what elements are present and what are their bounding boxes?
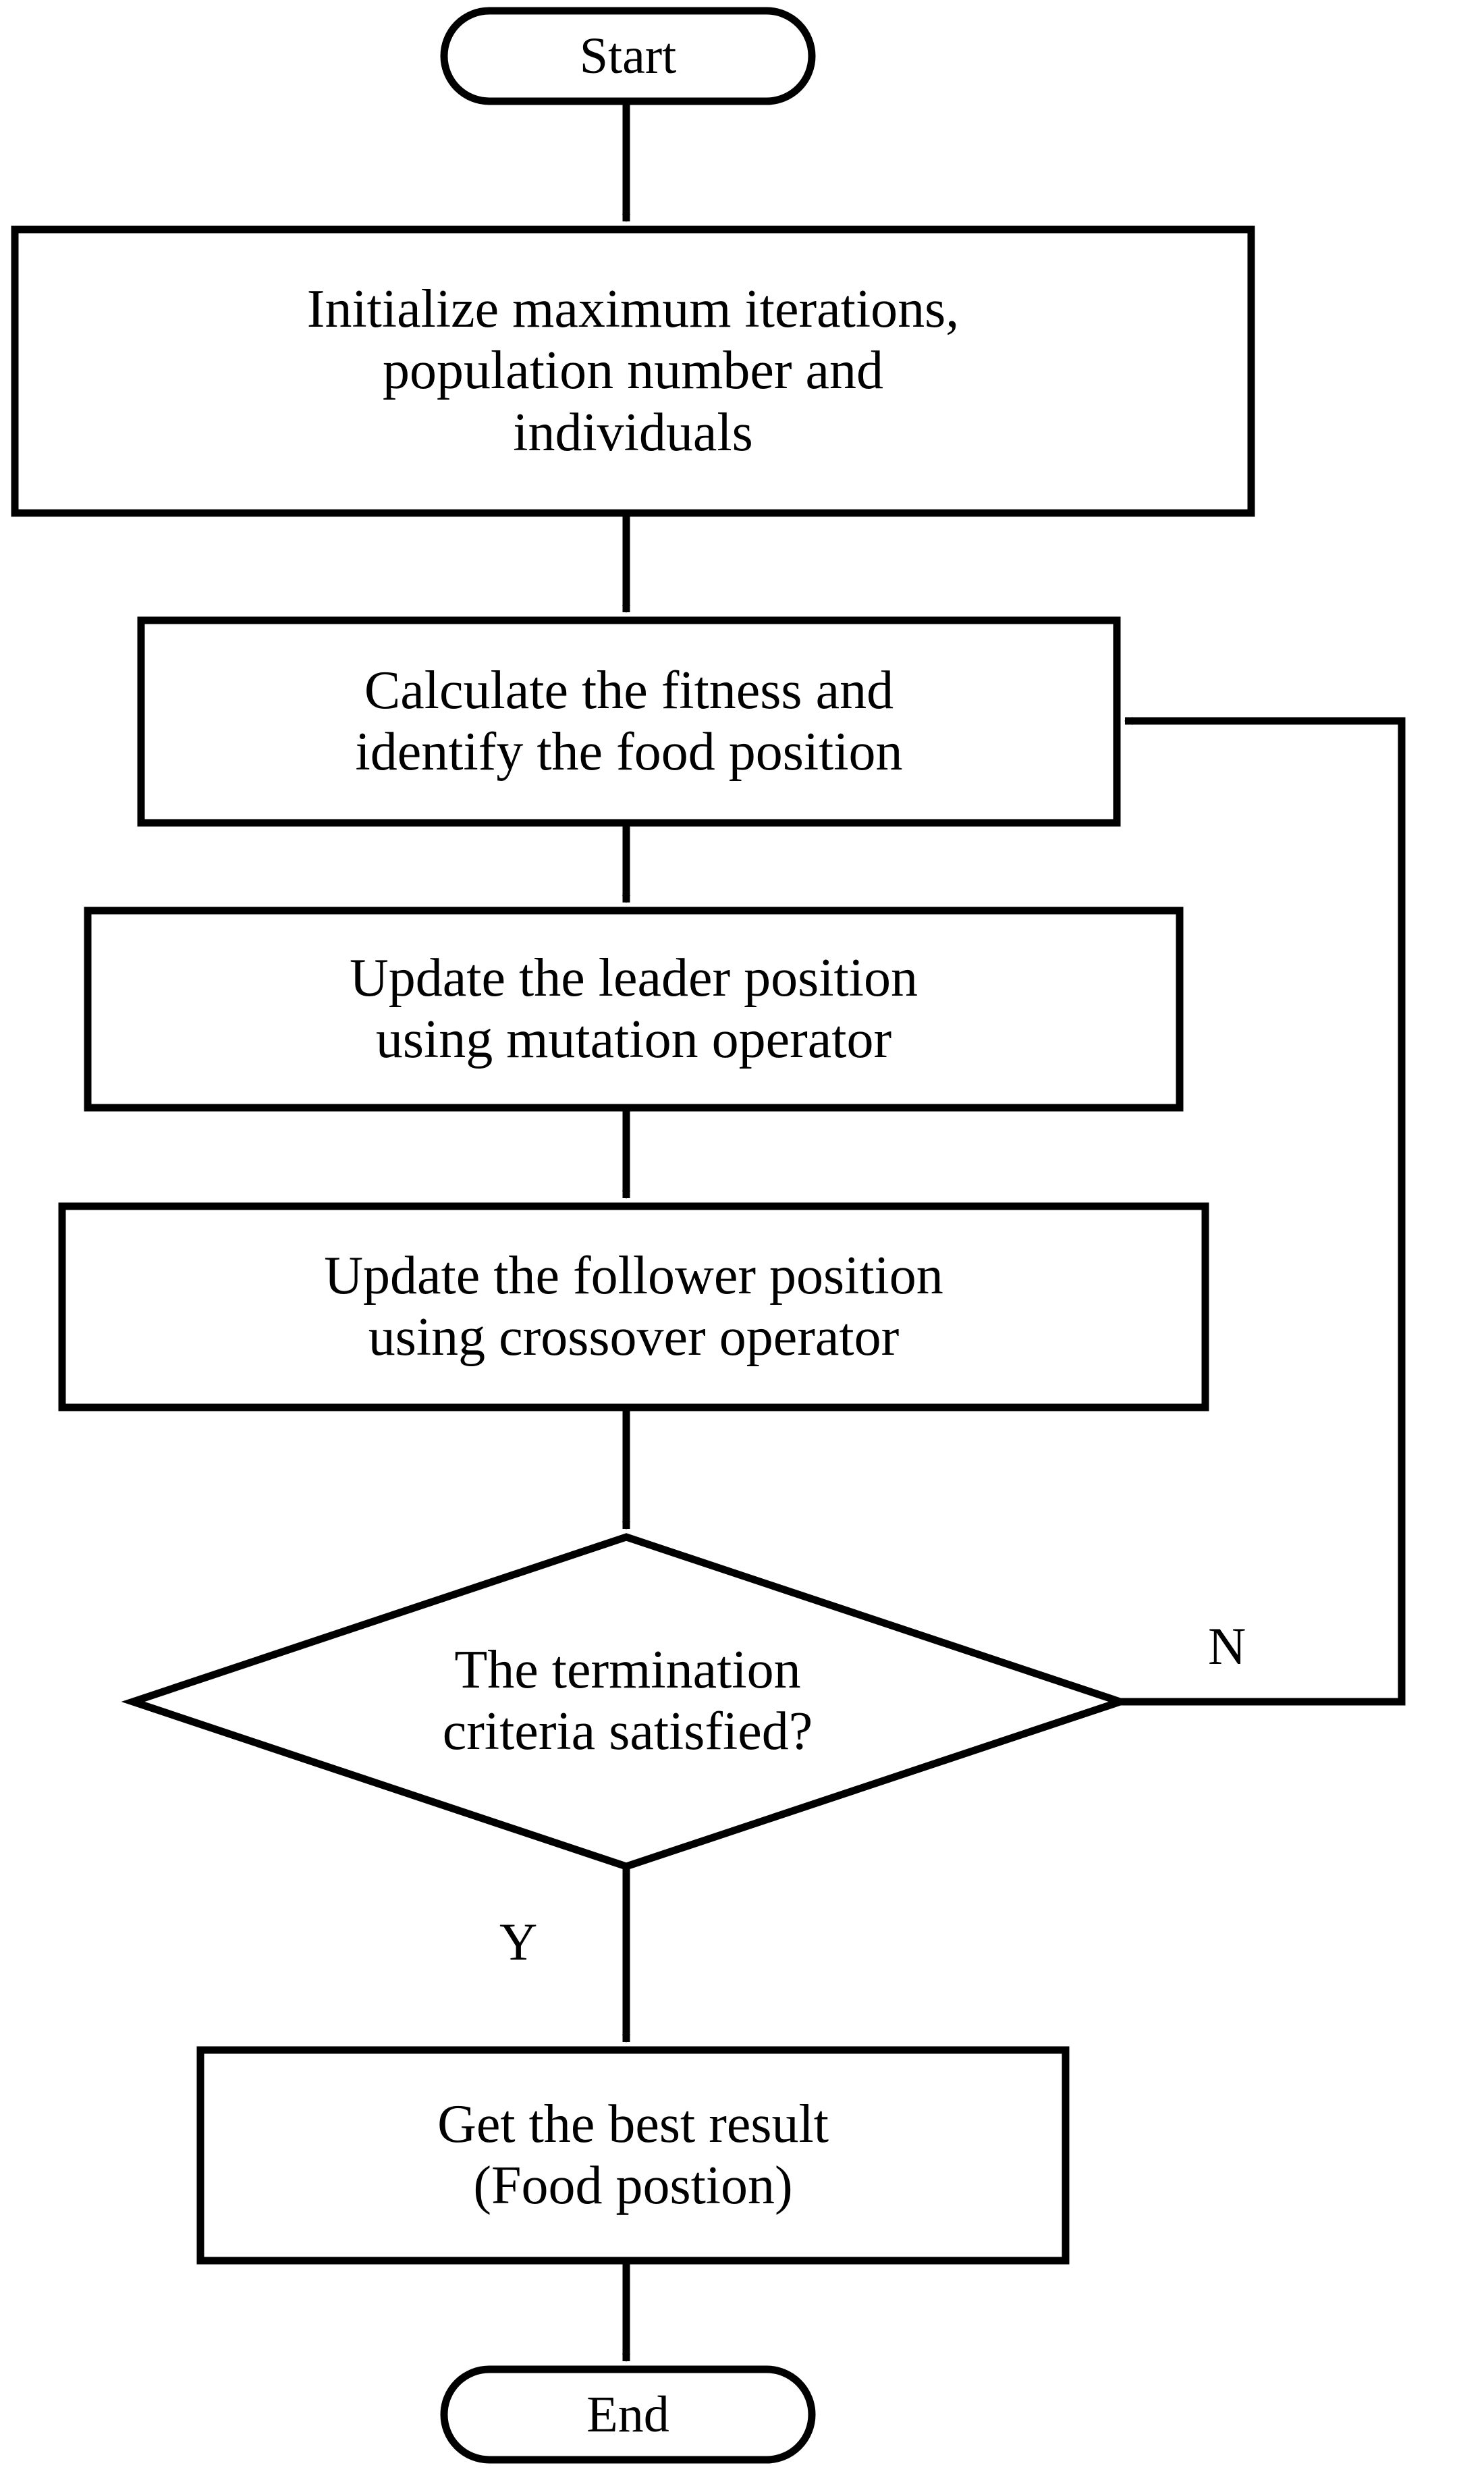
end-terminator-shape	[440, 2365, 816, 2464]
start-terminator-shape	[440, 7, 816, 105]
update-follower-box-shape	[58, 1202, 1209, 1411]
get-result-box-shape	[196, 2046, 1070, 2265]
termination-decision-shape	[121, 1533, 1132, 1870]
edge-label-no: N	[1208, 1617, 1246, 1675]
calculate-fitness-box-shape	[137, 616, 1121, 827]
edge-label-yes: Y	[499, 1912, 538, 1971]
initialize-box-shape	[11, 225, 1255, 517]
update-leader-box-shape	[84, 907, 1184, 1112]
edge-decision-no-loopback	[1120, 717, 1406, 1706]
